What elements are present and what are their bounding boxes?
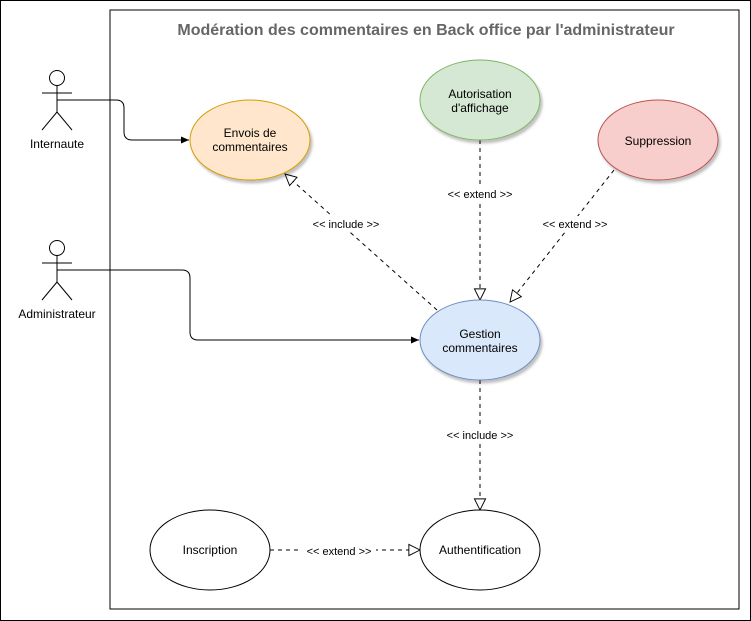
label-extend-autorisation: << extend >> [445,186,515,201]
relation-include-envois [285,174,438,311]
actor-internaute [41,70,73,131]
use-case-gestion: Gestion commentaires [419,299,541,381]
svg-text:<< extend >>: << extend >> [448,189,513,201]
diagram-title: Modération des commentaires en Back offi… [177,22,674,39]
use-case-autorisation: Autorisation d'affichage [419,59,541,141]
svg-text:<< include >>: << include >> [447,430,514,442]
svg-text:commentaires: commentaires [442,341,517,355]
svg-text:Authentification: Authentification [439,543,521,557]
svg-text:<< extend >>: << extend >> [543,219,608,231]
actor-administrateur [41,240,73,301]
svg-text:d'affichage: d'affichage [451,101,509,115]
svg-text:Autorisation: Autorisation [448,87,511,101]
use-case-inscription: Inscription [149,509,271,591]
association-administrateur [57,269,419,344]
label-include-envois: << include >> [310,216,382,231]
use-case-suppression: Suppression [597,99,719,181]
actor-administrateur-label: Administrateur [18,307,95,321]
label-include-auth: << include >> [444,427,516,442]
svg-text:commentaires: commentaires [212,140,287,154]
svg-text:Inscription: Inscription [183,543,238,557]
svg-text:Envois de: Envois de [224,126,277,140]
use-case-authentification: Authentification [419,509,541,591]
label-extend-suppression: << extend >> [540,216,610,231]
use-case-envois: Envois de commentaires [189,99,311,181]
actor-internaute-label: Internaute [30,137,84,151]
label-extend-inscription: << extend >> [302,543,376,558]
svg-text:<< extend >>: << extend >> [307,546,372,558]
svg-text:<< include >>: << include >> [313,219,380,231]
svg-text:Gestion: Gestion [459,327,500,341]
association-internaute [57,99,189,144]
svg-text:Suppression: Suppression [625,134,692,148]
